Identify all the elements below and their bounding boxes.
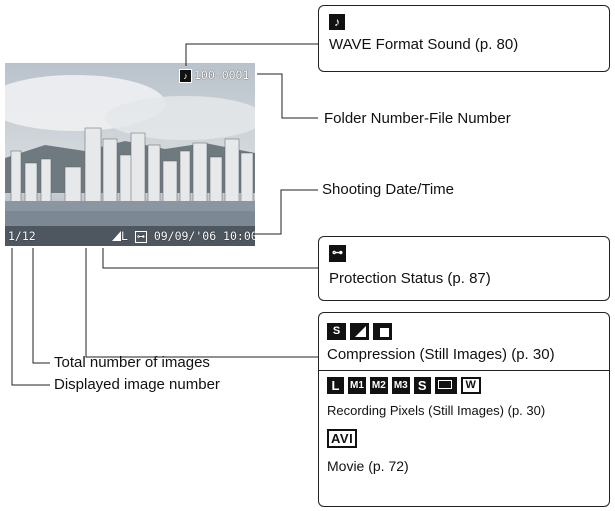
pixel-l-badge: L (327, 377, 344, 395)
osd-status-right: L ⊶ 09/09/'06 10:00 (112, 229, 255, 243)
protection-status-label: Protection Status (p. 87) (329, 270, 491, 287)
displayed-image-label: Displayed image number (54, 376, 220, 393)
osd-image-counter: 1/12 (8, 229, 36, 243)
osd-file-number: 100-0001 (194, 68, 250, 82)
osd-size-glyph: L (121, 229, 128, 243)
callout-protection: ⊶ Protection Status (p. 87) (318, 236, 610, 301)
callout-wave-sound: ♪ WAVE Format Sound (p. 80) (318, 5, 610, 72)
compression-label: Compression (Still Images) (p. 30) (327, 346, 555, 363)
widescreen-icon: W (460, 377, 481, 395)
movie-icon-row: AVI (327, 429, 358, 448)
shooting-date-time-label: Shooting Date/Time (322, 181, 455, 198)
key-icon: ⊶ (329, 245, 346, 262)
superfine-icon: S (327, 323, 346, 341)
wave-sound-label: WAVE Format Sound (p. 80) (329, 36, 519, 53)
divider (319, 370, 609, 371)
pixel-m1-badge: M1 (348, 377, 366, 395)
osd-status-bar (5, 226, 255, 246)
recording-pixels-label: Recording Pixels (Still Images) (p. 30) (327, 403, 546, 418)
fine-icon (350, 323, 369, 341)
pixel-s-badge: S (413, 377, 431, 395)
pixel-m3-badge: M3 (391, 377, 410, 395)
compression-fine-icon (112, 231, 121, 241)
total-images-label: Total number of images (54, 354, 210, 371)
normal-icon (373, 323, 392, 341)
osd-date-time: 09/09/'06 10:00 (153, 229, 255, 243)
avi-icon: AVI (327, 429, 358, 448)
compression-icons: S (327, 323, 396, 341)
folder-file-number-label: Folder Number-File Number (324, 110, 511, 127)
protect-key-icon: ⊶ (134, 230, 147, 243)
note-icon: ♪ (329, 14, 345, 30)
city-skyline-photo (5, 63, 255, 246)
playback-screen: ♪100-0001 1/12 L ⊶ 09/09/'06 10:00 (5, 63, 255, 246)
note-icon: ♪ (179, 68, 192, 83)
pixel-m2-badge: M2 (369, 377, 388, 395)
osd-top-right: ♪100-0001 (179, 68, 249, 83)
movie-label: Movie (p. 72) (327, 458, 409, 474)
postcard-icon (434, 377, 457, 395)
